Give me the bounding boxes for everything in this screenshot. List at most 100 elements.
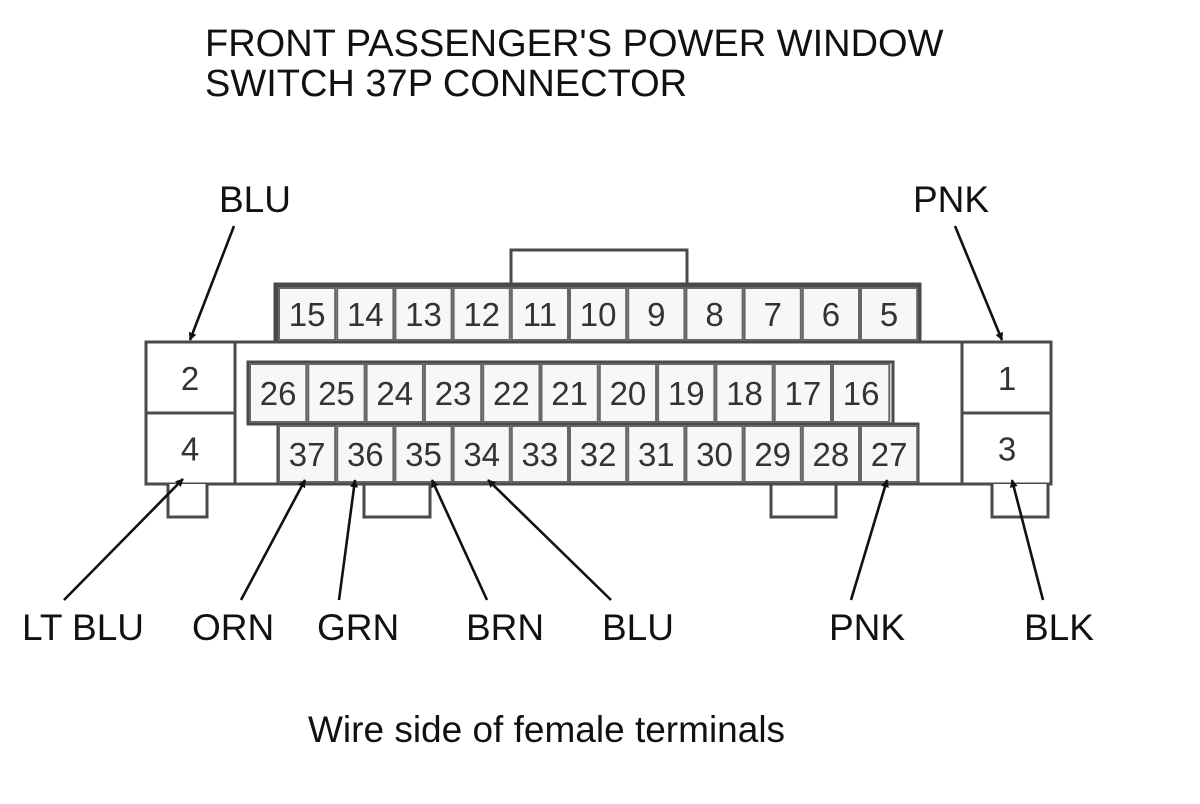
terminal-number-29: 29 bbox=[754, 436, 791, 473]
left-terminal-block: 24 bbox=[181, 360, 199, 468]
terminal-cell-6 bbox=[801, 287, 860, 341]
terminal-number-31: 31 bbox=[638, 436, 675, 473]
terminal-cell-24 bbox=[365, 363, 424, 423]
terminal-cell-12 bbox=[452, 287, 511, 341]
terminal-number-35: 35 bbox=[405, 436, 442, 473]
terminal-cell-31 bbox=[627, 425, 686, 483]
terminal-number-37: 37 bbox=[289, 436, 326, 473]
wire-callout-terminal-37: ORN bbox=[192, 479, 307, 648]
terminal-number-36: 36 bbox=[347, 436, 384, 473]
terminal-number-1: 1 bbox=[998, 360, 1016, 397]
terminal-cell-32 bbox=[569, 425, 628, 483]
callout-arrow bbox=[849, 479, 889, 601]
terminal-number-11: 11 bbox=[523, 296, 557, 333]
terminal-cell-25 bbox=[307, 363, 366, 423]
callout-arrow bbox=[953, 225, 1004, 341]
wire-callout-terminal-27: PNK bbox=[829, 479, 905, 648]
terminal-cell-17 bbox=[773, 363, 833, 423]
terminal-number-27: 27 bbox=[871, 436, 908, 473]
bottom-key-right bbox=[769, 484, 838, 519]
terminal-number-23: 23 bbox=[435, 375, 472, 412]
title-line-1: FRONT PASSENGER'S POWER WINDOW bbox=[205, 23, 944, 65]
wire-callout-terminal-2: BLU bbox=[188, 179, 291, 341]
terminal-cell-29 bbox=[743, 425, 802, 483]
bottom-key-center bbox=[362, 484, 432, 519]
terminal-number-6: 6 bbox=[822, 296, 840, 333]
terminal-cell-15 bbox=[278, 287, 337, 341]
terminal-cell-19 bbox=[657, 363, 716, 423]
terminal-number-25: 25 bbox=[318, 375, 355, 412]
terminal-number-16: 16 bbox=[843, 375, 880, 412]
terminal-number-8: 8 bbox=[705, 296, 723, 333]
terminal-number-14: 14 bbox=[347, 296, 384, 333]
wire-color-label: GRN bbox=[317, 607, 399, 648]
terminal-number-22: 22 bbox=[493, 375, 530, 412]
terminal-cell-14 bbox=[336, 287, 395, 341]
terminal-cell-22 bbox=[482, 363, 541, 423]
terminal-cell-10 bbox=[569, 287, 628, 341]
terminal-number-30: 30 bbox=[696, 436, 733, 473]
terminal-number-9: 9 bbox=[647, 296, 665, 333]
terminal-number-2: 2 bbox=[181, 360, 199, 397]
terminal-number-34: 34 bbox=[463, 436, 500, 473]
terminal-cell-35 bbox=[394, 425, 453, 483]
terminal-cell-23 bbox=[423, 363, 483, 423]
terminal-number-3: 3 bbox=[998, 431, 1016, 468]
terminal-cell-34 bbox=[452, 425, 511, 483]
terminal-number-18: 18 bbox=[726, 375, 763, 412]
terminal-cell-21 bbox=[540, 363, 599, 423]
wire-color-label: ORN bbox=[192, 607, 274, 648]
terminal-number-12: 12 bbox=[463, 296, 500, 333]
terminal-cell-7 bbox=[743, 287, 802, 341]
right-terminal-block: 13 bbox=[998, 360, 1016, 468]
terminal-number-28: 28 bbox=[813, 436, 850, 473]
wire-callout-terminal-35: BRN bbox=[430, 479, 544, 648]
bottom-terminal-row: 37 36 35 34 33 32 31 30 29 28 27 bbox=[278, 425, 919, 483]
terminal-number-4: 4 bbox=[181, 431, 199, 468]
wire-color-label: BLK bbox=[1024, 607, 1094, 648]
bottom-key-far-right bbox=[990, 484, 1050, 519]
terminal-number-24: 24 bbox=[376, 375, 413, 412]
callout-arrow bbox=[430, 479, 489, 601]
terminal-number-21: 21 bbox=[551, 375, 588, 412]
terminal-number-19: 19 bbox=[668, 375, 705, 412]
terminal-number-17: 17 bbox=[784, 375, 821, 412]
terminal-cell-16 bbox=[832, 363, 891, 423]
terminal-cell-28 bbox=[801, 425, 860, 483]
wire-callout-terminal-4: LT BLU bbox=[22, 478, 184, 648]
callout-arrow bbox=[188, 225, 236, 341]
callout-arrow bbox=[487, 479, 612, 601]
bottom-key-left bbox=[166, 484, 209, 519]
terminal-number-33: 33 bbox=[522, 436, 559, 473]
wire-color-label: LT BLU bbox=[22, 607, 144, 648]
callout-arrow bbox=[239, 479, 307, 601]
terminal-cell-26 bbox=[249, 363, 308, 423]
terminal-cell-27 bbox=[860, 425, 919, 483]
wire-callout-terminal-3: BLK bbox=[1009, 479, 1094, 648]
terminal-cell-33 bbox=[510, 425, 569, 483]
terminal-cell-11 bbox=[510, 287, 569, 341]
terminal-number-15: 15 bbox=[289, 296, 326, 333]
wire-color-label: BLU bbox=[219, 179, 291, 220]
terminal-cell-37 bbox=[278, 425, 337, 483]
caption: Wire side of female terminals bbox=[308, 709, 785, 750]
callout-arrow bbox=[1009, 479, 1045, 601]
callout-arrow bbox=[337, 479, 359, 601]
wire-color-label: BRN bbox=[466, 607, 544, 648]
terminal-number-20: 20 bbox=[610, 375, 647, 412]
terminal-number-7: 7 bbox=[764, 296, 782, 333]
terminal-cell-20 bbox=[598, 363, 658, 423]
terminal-cell-8 bbox=[685, 287, 744, 341]
terminal-cell-18 bbox=[715, 363, 774, 423]
callout-arrow bbox=[63, 478, 184, 601]
wire-color-label: PNK bbox=[913, 179, 989, 220]
terminal-number-32: 32 bbox=[580, 436, 617, 473]
wire-callout-terminal-34: BLU bbox=[487, 479, 674, 648]
wire-color-label: PNK bbox=[829, 607, 905, 648]
title-line-2: SWITCH 37P CONNECTOR bbox=[205, 63, 687, 105]
terminal-cell-5 bbox=[860, 287, 919, 341]
